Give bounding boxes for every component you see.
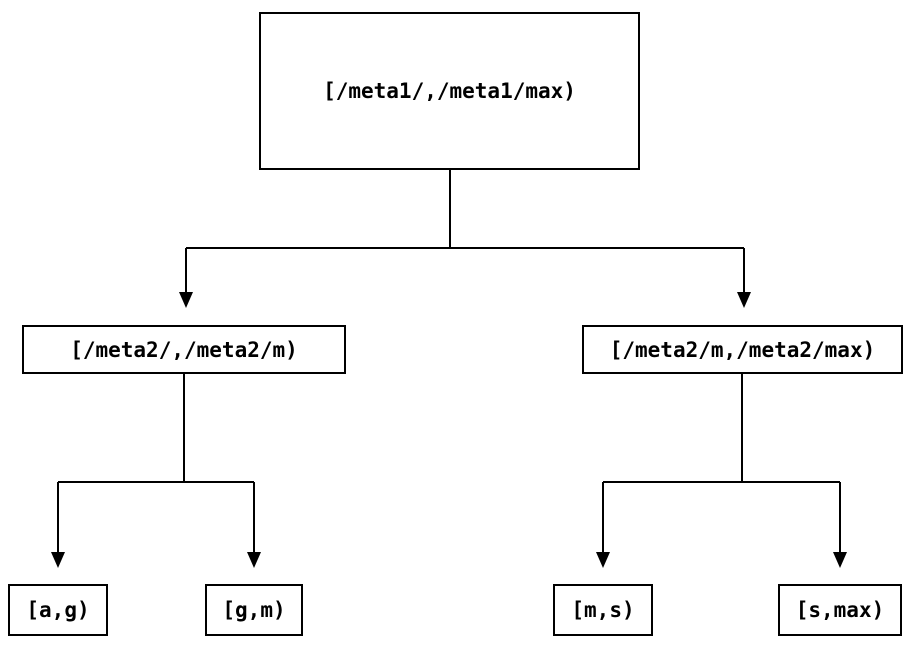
node-right-child-interval: [/meta2/m,/meta2/max)	[582, 325, 903, 374]
node-leaf-s-max: [s,max)	[778, 584, 902, 636]
arrowhead-icon	[51, 552, 65, 568]
edge-root-to-children	[185, 170, 745, 293]
arrowhead-icon	[596, 552, 610, 568]
node-left-child-interval: [/meta2/,/meta2/m)	[22, 325, 346, 374]
node-leaf-g-m: [g,m)	[205, 584, 303, 636]
arrowhead-icon	[247, 552, 261, 568]
node-leaf-a-g: [a,g)	[8, 584, 108, 636]
node-leaf-m-s: [m,s)	[553, 584, 653, 636]
edge-left-to-leaves	[57, 374, 255, 553]
arrowhead-icon	[737, 292, 751, 308]
node-root-interval: [/meta1/,/meta1/max)	[259, 12, 640, 170]
edge-right-to-leaves	[602, 374, 841, 553]
arrowhead-icon	[179, 292, 193, 308]
arrowhead-icon	[833, 552, 847, 568]
